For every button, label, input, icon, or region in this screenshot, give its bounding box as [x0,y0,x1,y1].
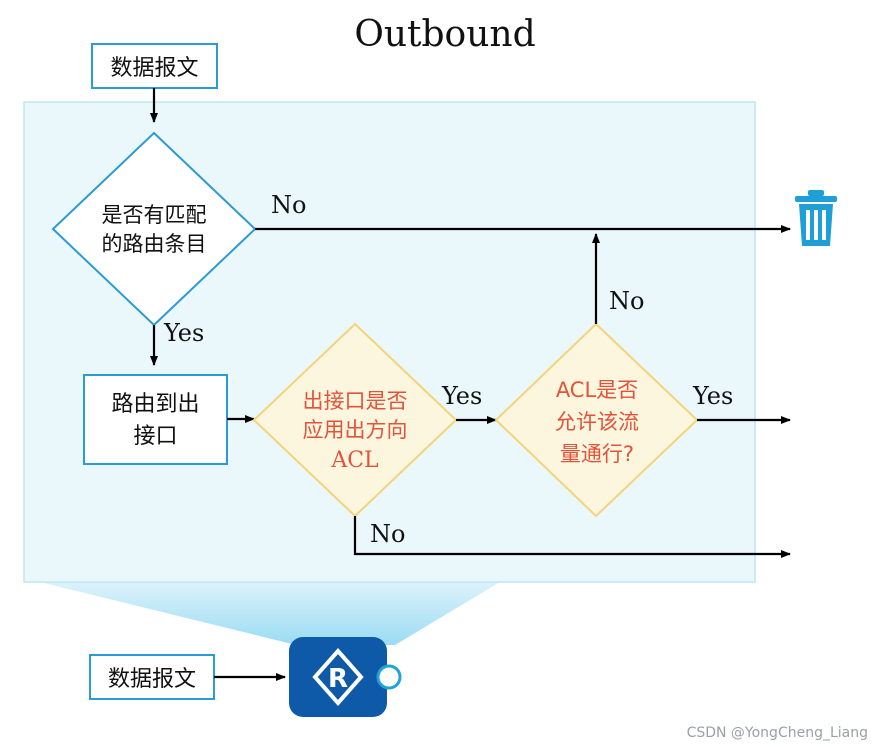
decision-acl-permit [494,322,699,518]
decision-acl-applied-line2: 应用出方向 [303,418,408,442]
packet-box-top-label: 数据报文 [110,56,198,81]
label-no-permit: No [609,287,644,315]
arrow-acl-applied-no [353,516,791,558]
route-to-interface-box [83,374,228,465]
route-box-line1: 路由到出 [111,392,199,417]
decision-acl-permit-line2: 允许该流 [555,410,639,434]
route-box-line2: 接口 [133,424,177,449]
trash-icon [795,190,837,246]
decision-acl-permit-line1: ACL是否 [556,378,638,402]
decision-acl-permit-line3: 量通行? [560,442,634,466]
router-icon: R [289,637,402,717]
decision-match-route-line1: 是否有匹配 [102,203,207,227]
packet-box-bottom [89,654,215,700]
label-yes-permit: Yes [692,382,733,410]
decision-match-route-line2: 的路由条目 [102,232,207,256]
packet-box-bottom-label: 数据报文 [108,667,196,692]
decision-acl-applied-line3: ACL [330,448,379,473]
label-no-acl-applied: No [370,520,405,548]
router-beam [40,582,500,645]
label-yes-acl-applied: Yes [441,382,482,410]
watermark: CSDN @YongCheng_Liang [687,725,868,741]
packet-box-top [91,43,218,89]
decision-acl-applied-line1: 出接口是否 [303,389,408,413]
label-no-match: No [271,191,306,219]
router-letter: R [328,664,348,694]
label-yes-match: Yes [163,319,204,347]
diagram-title: Outbound [354,14,535,55]
